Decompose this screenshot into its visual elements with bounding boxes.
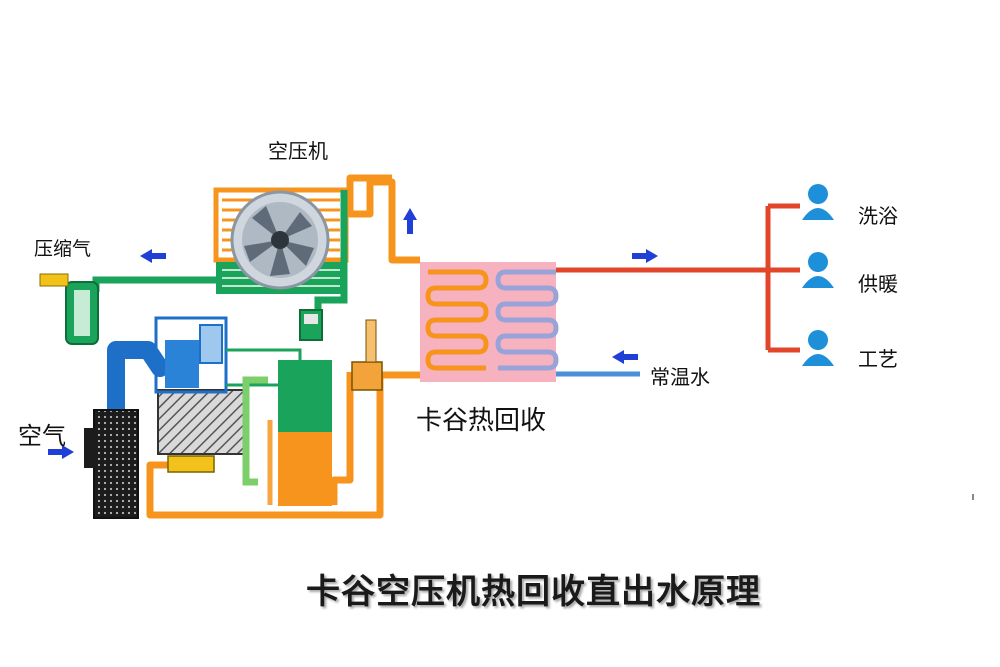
use-process-label: 工艺 [858,347,898,371]
diagram-title: 卡谷空压机热回收直出水原理 [306,572,761,612]
flow-arrow-icon [140,249,166,263]
normal-water-label: 常温水 [650,365,710,389]
heat-exchanger [420,262,559,382]
compressed-air-label: 压缩气 [34,238,92,260]
compressed-air-filter [39,273,99,345]
flow-arrow-icon [612,350,638,364]
tick-mark [972,494,974,500]
compressor-label: 空压机 [268,139,328,163]
flow-arrow-icon [632,249,658,263]
hot-water-line [556,203,800,353]
person-icon [802,252,834,288]
separator-tank-icon [278,309,332,506]
person-icon [802,330,834,366]
thermostatic-valve [167,319,383,473]
air-filter-icon [84,409,139,519]
air-intake-pipe [107,341,169,429]
use-heating-label: 供暖 [858,272,898,296]
person-icon [802,184,834,220]
oil-return-line [242,376,268,486]
compressor-airend [154,316,302,455]
flow-arrow-icon [403,208,417,234]
fan-icon [230,190,330,290]
use-bathing-label: 洗浴 [858,204,898,228]
air-label: 空气 [18,422,66,450]
oil-loop [146,174,420,519]
heat-exchanger-label: 卡谷热回收 [416,406,547,436]
flow-arrow-icon [48,445,74,459]
